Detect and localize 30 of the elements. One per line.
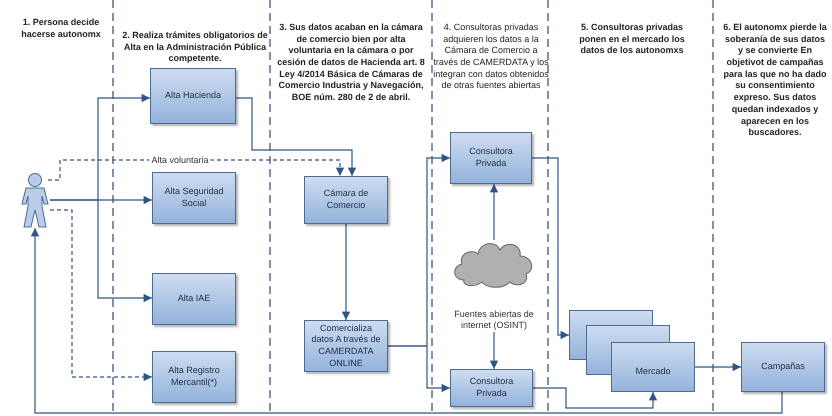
process-box: Alta Registro Mercantil(*) [152, 351, 236, 403]
arrow [30, 228, 783, 414]
person-figure [20, 172, 50, 228]
arrow [533, 387, 658, 409]
edge-label: Alta voluntaria [149, 155, 211, 165]
arrow [388, 345, 450, 392]
process-box: Consultora Privada [450, 132, 532, 184]
arrow [490, 184, 498, 240]
process-box: Comercializa datos A través de CAMERDATA ONLINE [304, 320, 388, 372]
arrow [695, 362, 741, 372]
cloud-label: Fuentes abiertas de internet (OSINT) [453, 308, 535, 332]
step-description: 2. Realiza trámites obligatorios de Alta en la Administración Pública competente. [121, 30, 269, 66]
step-description: 6. El autonomx pierde la soberanía de sus datos y se convierte En objetivot de campañas para las que no ha dado su consentimiento expreso. Sus datos quedan indexados y aparecen en los buscadores. [722, 22, 828, 139]
box-label: Mercado [634, 366, 672, 376]
process-box: Alta IAE [152, 273, 236, 325]
arrow [532, 157, 569, 340]
process-box: Cámara de Comercio [304, 176, 388, 224]
arrow [490, 332, 498, 369]
arrow [50, 199, 152, 302]
process-box: Alta Seguridad Social [152, 172, 236, 224]
process-box: Alta Hacienda [150, 68, 236, 124]
step-description: 1. Persona decide hacerse autonomx [20, 17, 102, 40]
arrow [50, 209, 152, 382]
step-description: 3. Sus datos acaban en la cámara de comercio bien por alta voluntaria en la cámara o por cesión de datos de Hacienda art. 8 Ley 4/2014 Básica de Cámaras de Comercio Industria y Navegación, BOE núm. 280 de 2 de abril. [276, 22, 426, 104]
process-box: Campañas [741, 342, 825, 392]
arrow [342, 224, 350, 320]
process-box: Consultora Privada [450, 369, 533, 407]
step-description: 4. Consultoras privadas adquieren los datos a la Cámara de Comercio a través de CAMERDATA y los integran con datos obtenidos de otras fuentes abiertas [432, 22, 550, 92]
arrow [236, 97, 356, 176]
step-description: 5. Consultoras privadas ponen en el mercado los datos de los autonomxs [578, 22, 686, 58]
